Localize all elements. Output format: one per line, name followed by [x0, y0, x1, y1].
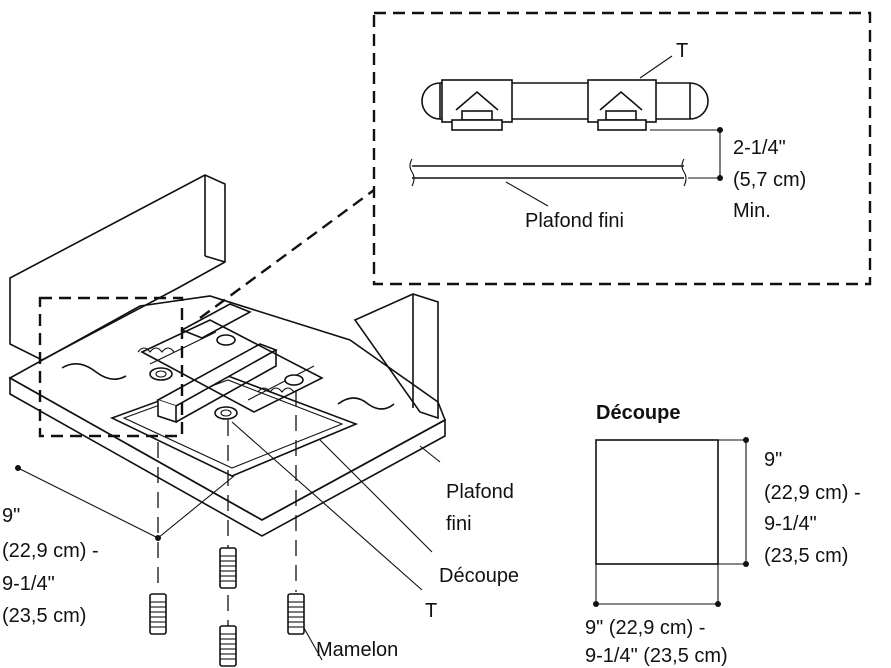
- cut-v-line-3: 9-1/4": [764, 513, 817, 535]
- cut-v-line-4: (23,5 cm): [764, 545, 848, 567]
- right-wall: [353, 293, 439, 420]
- ceiling-assembly: [8, 174, 447, 537]
- left-wall: [9, 174, 226, 361]
- cutout-square: [595, 439, 719, 565]
- detail-tee-right-base: [597, 119, 647, 131]
- joist-back: [180, 303, 252, 339]
- zoom-frame: [38, 296, 184, 438]
- tee-outlet-right: [284, 374, 304, 386]
- detail-clearance-dimension: [650, 127, 723, 181]
- drop-lines: [157, 390, 297, 640]
- cutout-title: Découpe: [596, 402, 680, 424]
- nipple-center-top: [219, 547, 237, 589]
- detail-inset: T 2-1/4" (5,7 cm) Min. Plafond fini: [372, 11, 872, 286]
- detail-frame: [372, 11, 872, 286]
- detail-dim-line-3: Min.: [733, 200, 771, 222]
- detail-tee-left-neck: [461, 110, 493, 121]
- cut-h-line-1: 9" (22,9 cm) -: [585, 617, 705, 639]
- nipple-left: [149, 593, 167, 635]
- ceiling-break-left: [61, 363, 127, 380]
- nipple-center-bottom: [219, 625, 237, 667]
- nipple-leader: [303, 627, 323, 661]
- cutout-label: Découpe: [439, 565, 519, 587]
- left-dim-line-4: (23,5 cm): [2, 605, 86, 627]
- detail-ceiling-label: Plafond fini: [525, 210, 624, 232]
- cutout-template: Découpe: [593, 402, 749, 607]
- detail-ceiling-strip: [409, 158, 687, 187]
- detail-tee-right-neck: [605, 110, 637, 121]
- detail-dim-line-2: (5,7 cm): [733, 169, 806, 191]
- detail-tee-right-branch: [599, 90, 643, 111]
- left-dim-line-1: 9": [2, 505, 20, 527]
- flex-connector-right: [257, 387, 295, 393]
- detail-callout-line: [199, 189, 375, 319]
- tee-label: T: [425, 600, 437, 622]
- detail-tee-left-branch: [455, 90, 499, 111]
- detail-tee-left-base: [451, 119, 503, 131]
- detail-pipe-assembly: [421, 79, 709, 131]
- detail-dim-line-1: 2-1/4": [733, 137, 786, 159]
- tee-outlet-left: [149, 367, 173, 381]
- left-dim-line-2: (22,9 cm) -: [2, 540, 99, 562]
- nipple-label: Mamelon: [316, 639, 398, 661]
- flex-connector-left: [137, 347, 175, 353]
- cut-v-line-2: (22,9 cm) -: [764, 482, 861, 504]
- detail-tee-leader: [639, 55, 673, 79]
- tee-outlet-back: [216, 334, 236, 346]
- ceiling-label-line-2: fini: [446, 513, 472, 535]
- detail-ceiling-leader: [505, 181, 549, 207]
- finished-ceiling-top: [8, 295, 447, 521]
- ceiling-label-line-1: Plafond: [446, 481, 514, 503]
- tee-outlet-center: [214, 406, 238, 420]
- tee-leader: [231, 421, 423, 591]
- ceiling-leader: [419, 445, 441, 463]
- left-diagonal-dimension: [15, 465, 235, 541]
- detail-tee-label: T: [676, 40, 688, 62]
- cut-h-line-2: 9-1/4" (23,5 cm): [585, 645, 728, 667]
- cutout-leader: [319, 439, 433, 553]
- nipple-right: [287, 593, 305, 635]
- pipe-run: [140, 319, 324, 413]
- ceiling-break-right: [337, 397, 395, 410]
- left-dim-line-3: 9-1/4": [2, 573, 55, 595]
- cut-v-line-1: 9": [764, 449, 782, 471]
